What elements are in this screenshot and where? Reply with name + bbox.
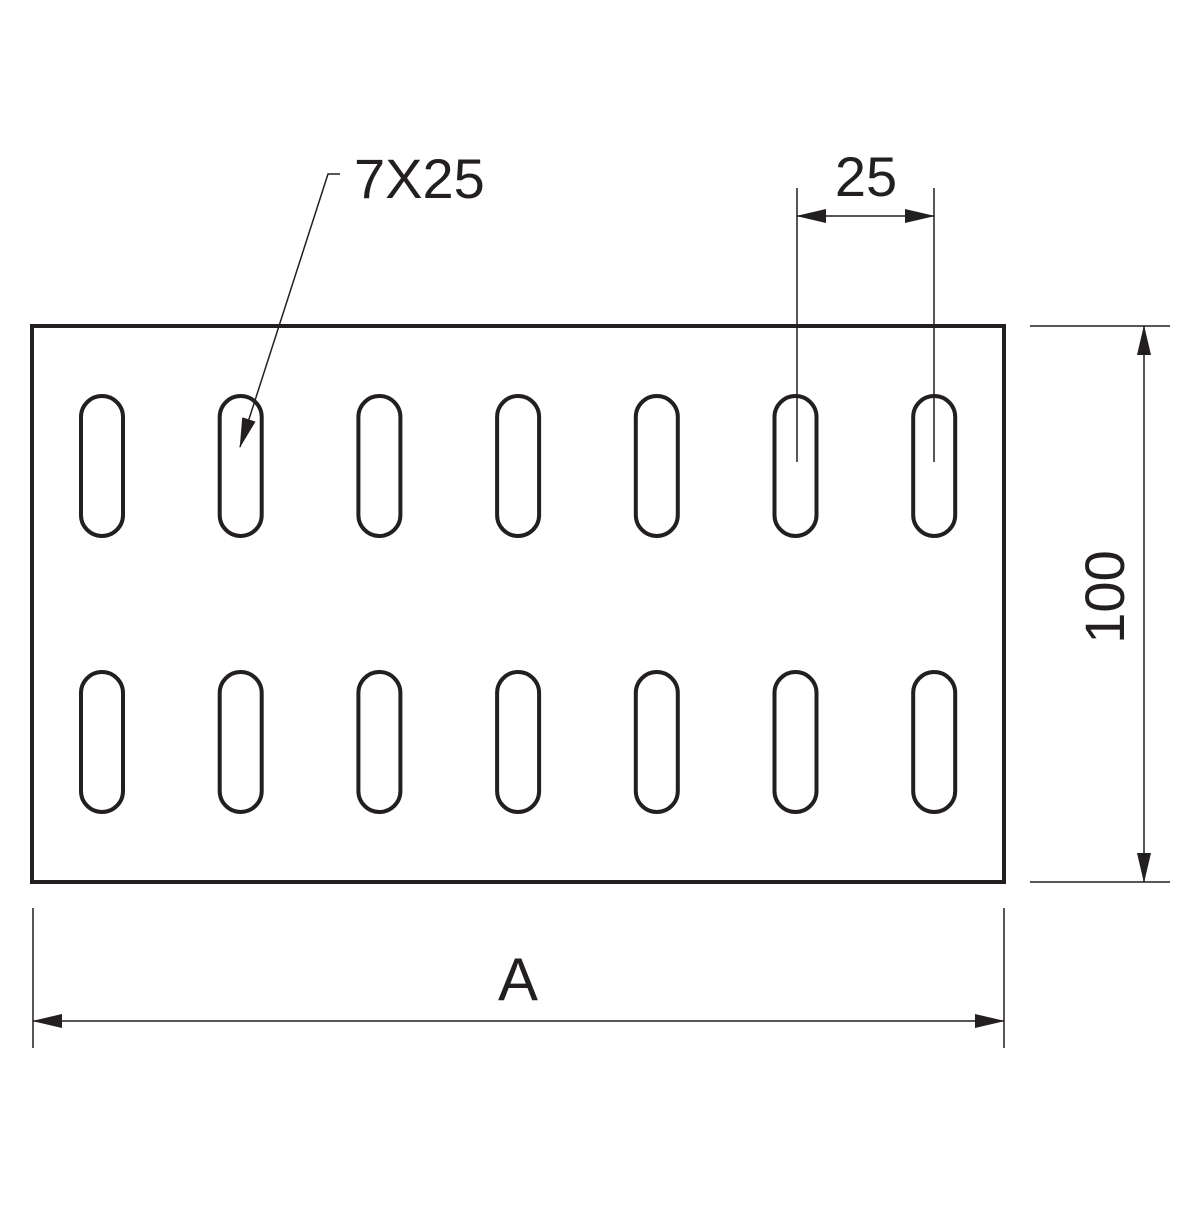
slot [633, 670, 680, 814]
slot [217, 394, 264, 538]
pitch-label: 25 [835, 145, 897, 208]
slot [772, 670, 819, 814]
slot [495, 394, 542, 538]
slot [633, 394, 680, 538]
slot [356, 670, 403, 814]
slot-leader [239, 173, 340, 448]
slot-group [79, 394, 958, 814]
slot [217, 670, 264, 814]
length-dimension [32, 908, 1005, 1048]
pitch-dimension [796, 188, 935, 462]
slot [79, 394, 125, 538]
slot [911, 670, 958, 814]
slot [772, 394, 819, 538]
slot [495, 670, 542, 814]
slot [356, 394, 403, 538]
height-label: 100 [1073, 550, 1136, 643]
length-label: A [498, 946, 538, 1013]
plate-outline [30, 324, 1006, 884]
slot-size-label: 7X25 [354, 147, 485, 210]
slot [79, 670, 125, 814]
height-dimension [1030, 325, 1170, 883]
